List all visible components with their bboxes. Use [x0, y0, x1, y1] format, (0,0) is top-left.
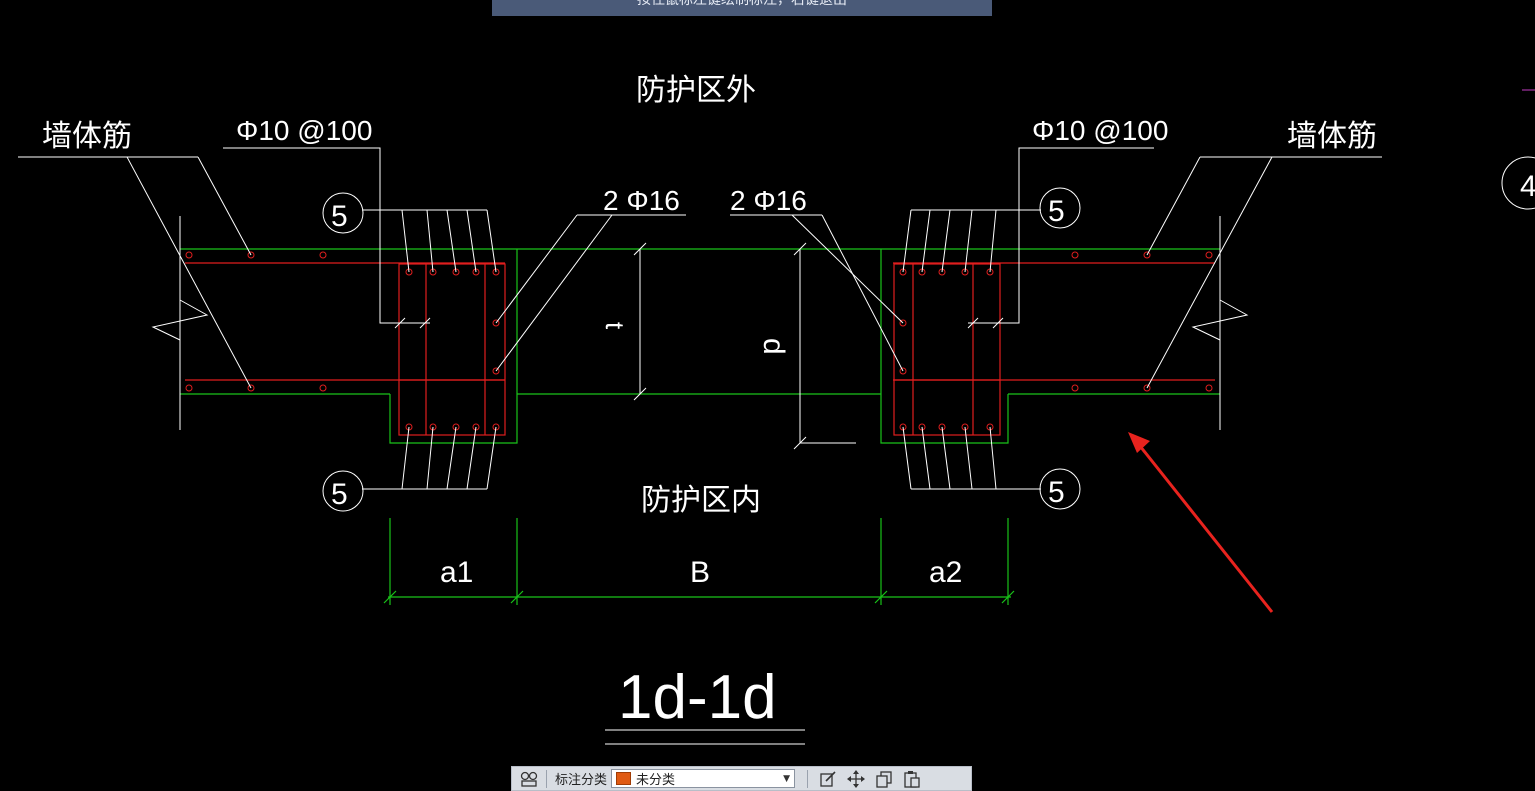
annotation-arrow [1128, 432, 1274, 613]
dim-d-label: d [757, 338, 790, 355]
toolbar-separator [807, 769, 809, 788]
callout-5-bottom-left: 5 [331, 478, 348, 511]
break-lines [151, 216, 1249, 430]
chevron-down-icon: ▼ [783, 773, 791, 784]
wall-rebar-label-right: 墙体筋 [1287, 119, 1377, 154]
wall-outline [180, 248, 1220, 605]
inside-zone-label: 防护区内 [641, 483, 761, 518]
stirrup-label-left: Φ10 @100 [236, 115, 372, 146]
copy-icon[interactable] [870, 768, 898, 790]
category-color-swatch [616, 772, 632, 785]
callout-5-top-right: 5 [1048, 195, 1065, 228]
wall-rebar-label-left: 墙体筋 [42, 119, 132, 154]
toolbar-separator [546, 769, 547, 788]
rebar-dots [185, 251, 1213, 431]
bar-label-left: 2 Φ16 [603, 185, 680, 216]
outside-zone-label: 防护区外 [636, 73, 756, 108]
command-prompt-bar: 按住鼠标左键绘制标注，右键退出 [492, 0, 992, 16]
rebar [185, 262, 1215, 436]
annotation-toolbar: 标注分类 未分类 ▼ [511, 766, 972, 791]
bar-label-right: 2 Φ16 [730, 185, 807, 216]
dim-t-label: t [600, 322, 630, 330]
move-icon[interactable] [842, 768, 870, 790]
category-select[interactable]: 未分类 ▼ [611, 769, 796, 788]
callout-5-bottom-right: 5 [1048, 476, 1065, 509]
dim-a2-label: a2 [929, 556, 962, 589]
paste-icon[interactable] [898, 768, 926, 790]
edit-icon[interactable] [814, 768, 842, 790]
side-callout-number: 4 [1520, 170, 1535, 203]
stirrup-label-right: Φ10 @100 [1032, 115, 1168, 146]
group-icon[interactable] [518, 769, 540, 789]
callout-circles [322, 156, 1535, 512]
leader-lines [18, 147, 1382, 745]
dim-b-label: B [690, 556, 710, 589]
dim-a1-label: a1 [440, 556, 473, 589]
category-select-value: 未分类 [636, 773, 676, 788]
callout-5-top-left: 5 [331, 200, 348, 233]
category-label: 标注分类 [555, 773, 608, 788]
command-prompt-text: 按住鼠标左键绘制标注，右键退出 [637, 0, 847, 8]
section-title: 1d-1d [618, 663, 777, 732]
